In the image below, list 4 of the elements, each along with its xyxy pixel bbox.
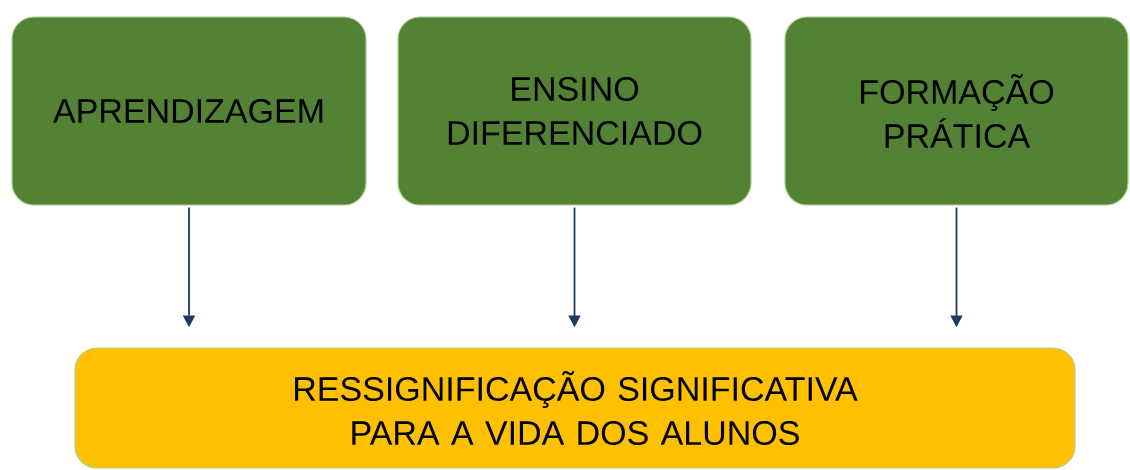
top-box: FORMAÇÃO PRÁTICA <box>784 16 1129 206</box>
top-box: APRENDIZAGEM <box>11 16 367 206</box>
result-box: RESSIGNIFICAÇÃO SIGNIFICATIVA PARA A VIDA DOS ALUNOS <box>74 347 1076 469</box>
top-box: ENSINO DIFERENCIADO <box>397 16 752 206</box>
